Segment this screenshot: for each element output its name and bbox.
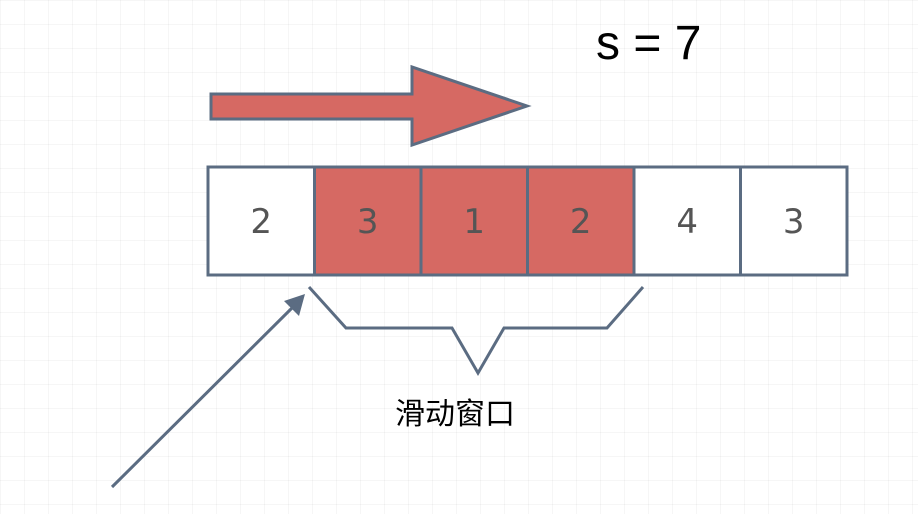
array-cell-value: 3 (783, 202, 805, 242)
sum-label: s = 7 (596, 17, 702, 70)
array-cell (739, 165, 849, 277)
window-brace (307, 285, 645, 376)
array-cell (206, 165, 316, 277)
array-cell-value: 3 (357, 202, 379, 242)
pointer-arrow-line (110, 303, 297, 489)
window-cell (419, 165, 529, 277)
window-label: 滑动窗口 (395, 397, 515, 432)
array-cell-value: 1 (463, 202, 485, 242)
array-cell-value: 2 (250, 202, 272, 242)
array-cell (632, 165, 742, 277)
window-cell (313, 165, 423, 277)
direction-arrow (209, 64, 532, 148)
array-cell-value: 2 (570, 202, 592, 242)
array-cell-value: 4 (676, 202, 698, 242)
pointer-arrow-head (284, 294, 305, 316)
array-cells: 2 3 1 2 4 3 (206, 165, 849, 277)
